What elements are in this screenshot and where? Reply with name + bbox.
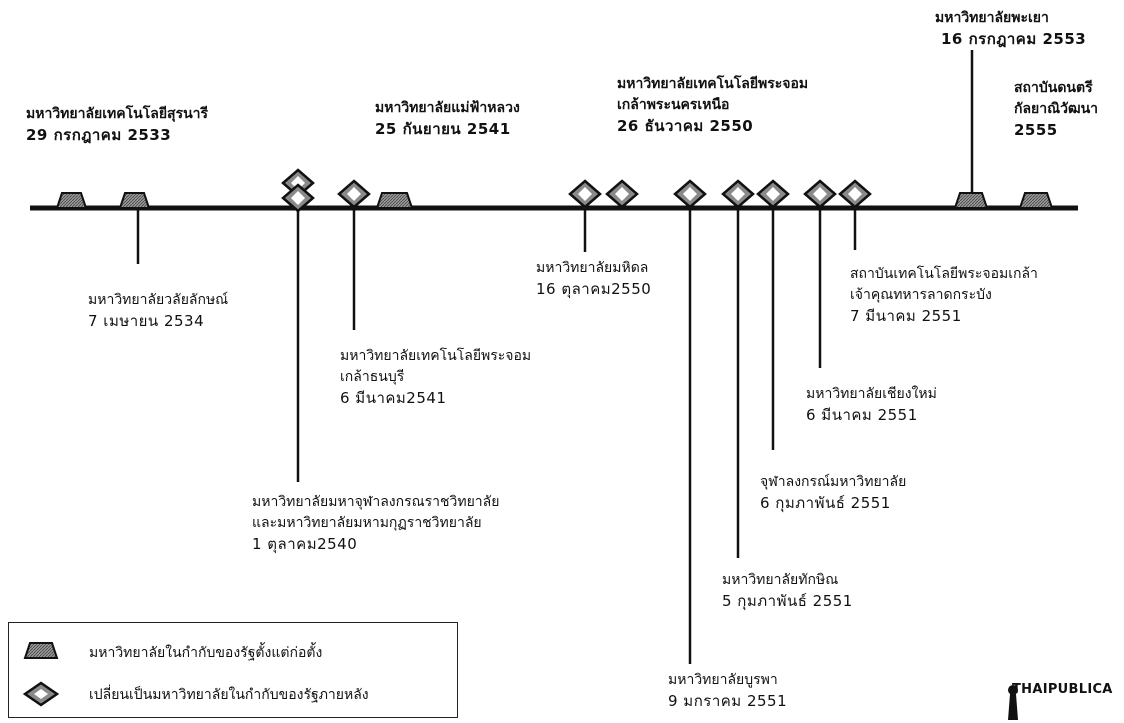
event-date: 29 กรกฎาคม 2533: [26, 126, 172, 144]
event-name-line2: กัลยาณิวัฒนา: [1014, 101, 1099, 117]
legend-label: มหาวิทยาลัยในกำกับของรัฐตั้งแต่ก่อตั้ง: [89, 645, 323, 661]
event-name-line2: และมหาวิทยาลัยมหามกุฏราชวิทยาลัย: [252, 515, 482, 531]
event-name: มหาวิทยาลัยมหิดล: [536, 260, 649, 276]
event-name: มหาวิทยาลัยมหาจุฬาลงกรณราชวิทยาลัย: [252, 494, 500, 510]
diamond-icon: [673, 179, 707, 209]
trapezoid-icon: [953, 192, 989, 209]
event-date: 16 กรกฎาคม 2553: [941, 30, 1087, 48]
trapezoid-icon: [118, 192, 151, 209]
event-label-below: มหาวิทยาลัยทักษิณ 5 กุมภาพันธ์ 2551: [722, 570, 853, 612]
event-label-below: มหาวิทยาลัยเทคโนโลยีพระจอม เกล้าธนบุรี 6…: [340, 346, 531, 409]
brand-logo: THAIPUBLICA: [1012, 682, 1113, 697]
event-date: 25 กันยายน 2541: [375, 120, 511, 138]
event-date: 6 กุมภาพันธ์ 2551: [760, 494, 891, 512]
event-name: มหาวิทยาลัยพะเยา: [935, 10, 1049, 26]
event-label-above: มหาวิทยาลัยเทคโนโลยีสุรนารี 29 กรกฎาคม 2…: [26, 104, 208, 146]
keyhole-logo-icon: [1008, 685, 1018, 720]
event-label-below: จุฬาลงกรณ์มหาวิทยาลัย 6 กุมภาพันธ์ 2551: [760, 472, 906, 514]
diamond-icon: [838, 179, 872, 209]
event-name: จุฬาลงกรณ์มหาวิทยาลัย: [760, 474, 907, 490]
diamond-icon: [337, 179, 371, 209]
event-label-below: มหาวิทยาลัยบูรพา 9 มกราคม 2551: [668, 670, 787, 712]
event-name: มหาวิทยาลัยเทคโนโลยีสุรนารี: [26, 106, 209, 122]
diamond-icon: [605, 179, 639, 209]
event-label-below: สถาบันเทคโนโลยีพระจอมเกล้า เจ้าคุณทหารลา…: [850, 264, 1038, 327]
event-name-line2: เจ้าคุณทหารลาดกระบัง: [850, 287, 992, 303]
event-label-below: มหาวิทยาลัยเชียงใหม่ 6 มีนาคม 2551: [806, 384, 937, 426]
event-name: มหาวิทยาลัยเทคโนโลยีพระจอม: [617, 76, 809, 92]
event-date: 6 มีนาคม2541: [340, 389, 447, 407]
trapezoid-icon: [55, 192, 88, 209]
event-date: 6 มีนาคม 2551: [806, 406, 918, 424]
diamond-icon: [22, 681, 60, 707]
trapezoid-icon: [1018, 192, 1054, 209]
event-date: 7 มีนาคม 2551: [850, 307, 962, 325]
event-label-above: มหาวิทยาลัยพะเยา 16 กรกฎาคม 2553: [935, 8, 1086, 50]
event-label-above: สถาบันดนตรี กัลยาณิวัฒนา 2555: [1014, 78, 1098, 141]
event-label-above: มหาวิทยาลัยแม่ฟ้าหลวง 25 กันยายน 2541: [375, 98, 520, 140]
event-name: มหาวิทยาลัยแม่ฟ้าหลวง: [375, 100, 520, 116]
event-name: มหาวิทยาลัยเชียงใหม่: [806, 386, 937, 402]
diamond-icon: [281, 183, 315, 213]
event-date: 7 เมษายน 2534: [88, 312, 205, 330]
event-date: 1 ตุลาคม2540: [252, 535, 358, 553]
event-name: มหาวิทยาลัยวลัยลักษณ์: [88, 292, 229, 308]
diamond-icon: [756, 179, 790, 209]
legend: มหาวิทยาลัยในกำกับของรัฐตั้งแต่ก่อตั้ง เ…: [8, 622, 458, 718]
event-label-above: มหาวิทยาลัยเทคโนโลยีพระจอม เกล้าพระนครเห…: [617, 74, 808, 137]
legend-item-converted: เปลี่ยนเป็นมหาวิทยาลัยในกำกับของรัฐภายหล…: [9, 679, 457, 709]
trapezoid-icon: [23, 642, 59, 659]
event-name: มหาวิทยาลัยเทคโนโลยีพระจอม: [340, 348, 532, 364]
event-date: 9 มกราคม 2551: [668, 692, 788, 710]
legend-label: เปลี่ยนเป็นมหาวิทยาลัยในกำกับของรัฐภายหล…: [89, 687, 369, 703]
event-name: มหาวิทยาลัยบูรพา: [668, 672, 778, 688]
event-date: 16 ตุลาคม2550: [536, 280, 652, 298]
event-date: 5 กุมภาพันธ์ 2551: [722, 592, 853, 610]
event-label-below: มหาวิทยาลัยวลัยลักษณ์ 7 เมษายน 2534: [88, 290, 228, 332]
event-name-line2: เกล้าพระนครเหนือ: [617, 97, 730, 113]
event-name: สถาบันเทคโนโลยีพระจอมเกล้า: [850, 266, 1038, 282]
diamond-icon: [568, 179, 602, 209]
event-label-below: มหาวิทยาลัยมหิดล 16 ตุลาคม2550: [536, 258, 651, 300]
diamond-icon: [721, 179, 755, 209]
diamond-icon: [803, 179, 837, 209]
event-label-below: มหาวิทยาลัยมหาจุฬาลงกรณราชวิทยาลัย และมห…: [252, 492, 499, 555]
trapezoid-icon: [375, 192, 414, 209]
event-name-line2: เกล้าธนบุรี: [340, 369, 405, 385]
event-name: มหาวิทยาลัยทักษิณ: [722, 572, 839, 588]
event-date: 2555: [1014, 121, 1058, 139]
event-date: 26 ธันวาคม 2550: [617, 117, 754, 135]
event-name: สถาบันดนตรี: [1014, 80, 1093, 96]
legend-item-original: มหาวิทยาลัยในกำกับของรัฐตั้งแต่ก่อตั้ง: [9, 637, 457, 667]
